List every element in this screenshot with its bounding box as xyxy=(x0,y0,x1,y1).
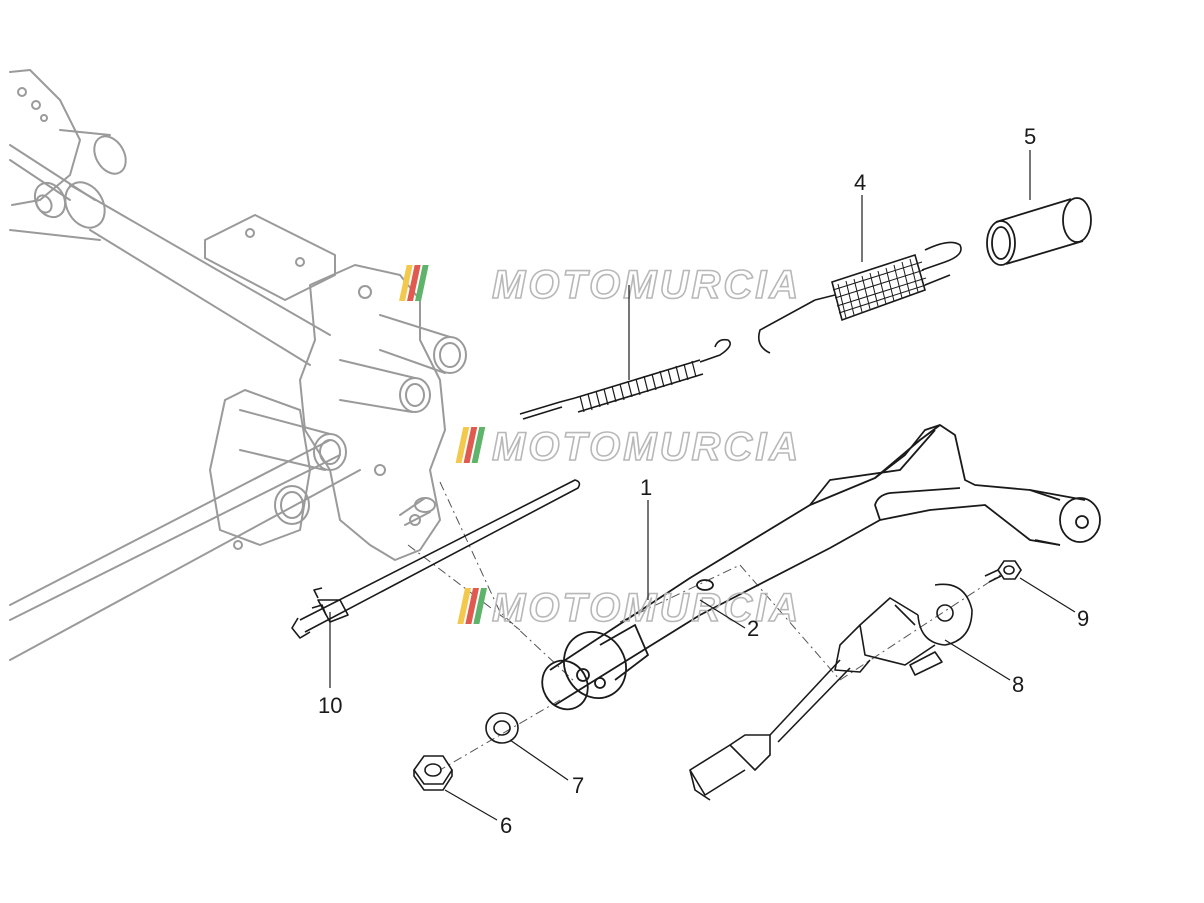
watermark-bottom: MOTOMURCIA xyxy=(457,585,801,631)
callout-9: 9 xyxy=(1077,606,1089,631)
part-spring-short xyxy=(757,241,962,354)
watermark-top: MOTOMURCIA xyxy=(399,262,801,308)
part-cable-tie xyxy=(291,479,581,639)
part-spring-long xyxy=(519,338,731,420)
part-stand-sensor xyxy=(689,583,973,801)
watermark-text: MOTOMURCIA xyxy=(492,263,801,307)
callout-labels: 1 2 4 5 6 7 8 9 10 xyxy=(318,124,1089,838)
watermark-text: MOTOMURCIA xyxy=(492,425,801,469)
callout-7: 7 xyxy=(572,773,584,798)
part-washer xyxy=(485,712,519,744)
part-side-stand xyxy=(541,424,1101,711)
leader-lines xyxy=(329,150,1076,821)
callout-1: 1 xyxy=(640,475,652,500)
callout-10: 10 xyxy=(318,693,342,718)
part-bolt xyxy=(984,560,1022,583)
frame-assembly xyxy=(9,69,467,661)
callout-2: 2 xyxy=(747,616,759,641)
callout-5: 5 xyxy=(1024,124,1036,149)
part-sleeve xyxy=(986,197,1092,266)
part-nut xyxy=(413,755,453,791)
watermark-middle: MOTOMURCIA xyxy=(455,424,801,470)
watermark-text: MOTOMURCIA xyxy=(492,586,801,630)
callout-4: 4 xyxy=(854,170,866,195)
callout-6: 6 xyxy=(500,813,512,838)
callout-8: 8 xyxy=(1012,672,1024,697)
